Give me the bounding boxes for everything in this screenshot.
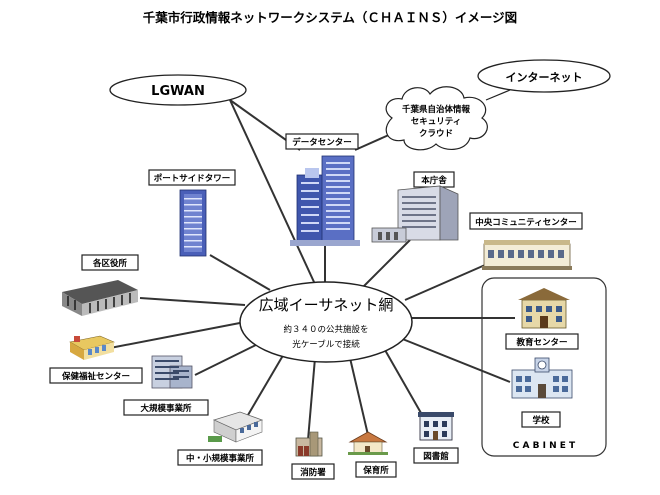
lgwan-node: LGWAN <box>109 74 247 106</box>
main-office-node: 本庁舎 <box>371 171 459 243</box>
fire-station-node: 消防署 <box>291 431 335 480</box>
cabinet-group: 教育センター 学校 C A B I N E T <box>481 277 607 457</box>
port-tower-label: ポートサイドタワー <box>154 173 231 184</box>
link-large-office <box>194 341 263 376</box>
school-label: 学校 <box>532 415 550 426</box>
link-health-center <box>109 321 246 349</box>
data-center-node: データセンター <box>285 133 360 246</box>
education-center-label: 教育センター <box>515 337 567 348</box>
ward-offices-node: 各区役所 <box>62 254 139 316</box>
port-tower-building-icon <box>179 189 207 257</box>
large-office-building-icon <box>151 355 193 389</box>
library-label: 図書館 <box>423 451 449 462</box>
fire-station-label: 消防署 <box>300 467 326 478</box>
health-center-building-icon <box>69 335 115 360</box>
nursery-label: 保育所 <box>362 465 389 476</box>
data-center-label: データセンター <box>292 137 352 148</box>
large-office-node: 大規模事業所 <box>123 355 209 416</box>
internet-label: インターネット <box>506 71 583 84</box>
diagram-title: 千葉市行政情報ネットワークシステム（ＣＨＡＩＮＳ）イメージ図 <box>143 10 517 25</box>
cloud-line2: セキュリティ <box>411 117 462 127</box>
small-office-label: 中・小規模事業所 <box>186 453 255 464</box>
link-main-office <box>359 239 411 291</box>
link-fire-station <box>307 357 316 441</box>
fire-station-building-icon <box>295 431 323 457</box>
cloud-line1: 千葉県自治体情報 <box>402 104 471 115</box>
hub-line2: 光ケーブルで接続 <box>292 339 360 350</box>
small-office-node: 中・小規模事業所 <box>177 411 264 466</box>
main-office-label: 本庁舎 <box>421 175 447 186</box>
community-center-building-icon <box>482 240 572 270</box>
ethernet-hub: 広域イーサネット網 約３４０の公共施設を 光ケーブルで接続 <box>239 281 413 363</box>
link-lgwan <box>229 99 321 296</box>
cloud-line3: クラウド <box>419 128 453 139</box>
cabinet-label: C A B I N E T <box>513 441 576 451</box>
lgwan-label: LGWAN <box>151 84 205 99</box>
library-node: 図書館 <box>413 412 459 464</box>
link-port-tower <box>209 254 271 291</box>
data-center-building-icon <box>290 155 360 246</box>
link-ward-offices <box>139 297 246 306</box>
hub-line1: 約３４０の公共施設を <box>283 324 368 335</box>
main-office-building-icon <box>371 185 459 243</box>
link-school <box>399 337 511 383</box>
large-office-label: 大規模事業所 <box>140 403 192 414</box>
port-tower-node: ポートサイドタワー <box>148 169 236 257</box>
small-office-building-icon <box>208 411 264 443</box>
internet-node: インターネット <box>477 59 611 93</box>
community-center-label: 中央コミュニティセンター <box>475 217 577 228</box>
school-node: 学校 <box>511 357 573 428</box>
ward-offices-label: 各区役所 <box>92 258 128 269</box>
link-community-center <box>404 264 486 301</box>
health-center-label: 保健福祉センター <box>61 371 130 382</box>
community-center-node: 中央コミュニティセンター <box>469 212 583 270</box>
education-center-node: 教育センター <box>505 288 579 350</box>
school-building-icon <box>511 357 573 399</box>
hub-title: 広域イーサネット網 <box>259 296 394 314</box>
nursery-building-icon <box>348 431 388 455</box>
link-library <box>384 349 426 421</box>
ward-offices-building-icon <box>62 280 138 316</box>
security-cloud: 千葉県自治体情報 セキュリティ クラウド <box>385 86 488 151</box>
health-center-node: 保健福祉センター <box>49 335 143 384</box>
library-building-icon <box>418 412 454 441</box>
nursery-node: 保育所 <box>348 431 397 478</box>
link-small-office <box>247 351 286 416</box>
education-center-building-icon <box>518 288 570 329</box>
network-links <box>109 99 515 441</box>
link-nursery <box>349 357 369 436</box>
